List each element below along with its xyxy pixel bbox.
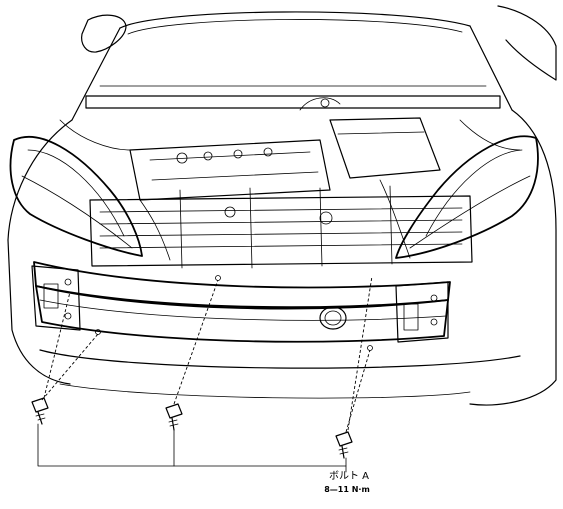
installation-guide-lines: [41, 275, 373, 433]
bolt-a-center: [165, 403, 183, 431]
bolt-a-torque: 8—11 N·m: [324, 485, 370, 494]
vehicle-body-outline: [7, 5, 557, 406]
right-headlamp: [395, 135, 539, 259]
callout-leader: [37, 423, 347, 473]
bolt-a-right: [335, 431, 353, 459]
engine-compartment: [59, 97, 521, 269]
bolt-a-left: [31, 397, 49, 425]
bumper-reinforcement: [31, 261, 451, 351]
left-headlamp: [9, 136, 143, 257]
bolt-a-label: ボルト A: [329, 471, 370, 482]
